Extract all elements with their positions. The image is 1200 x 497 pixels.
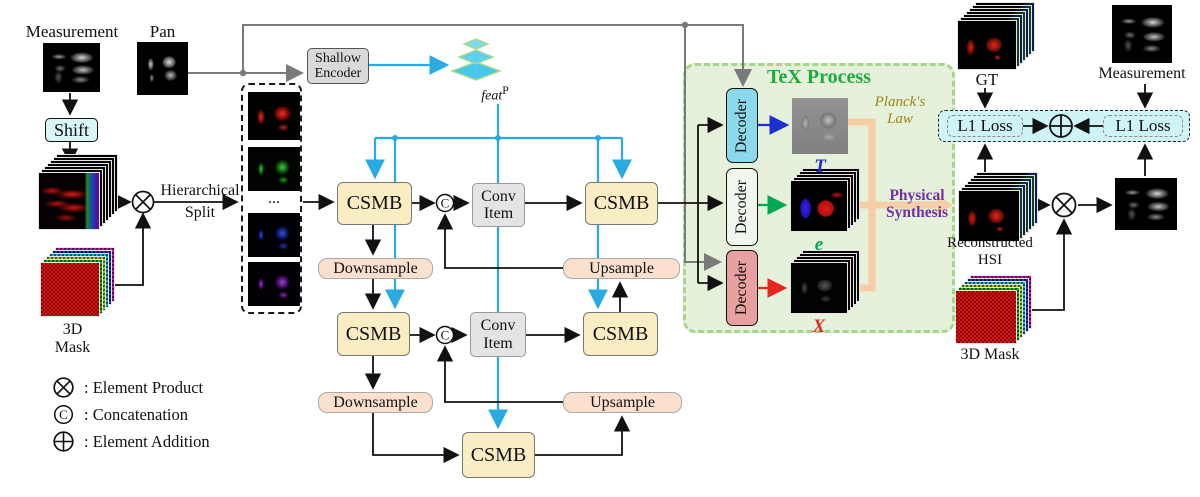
main-data-path (61, 84, 1154, 464)
legend-addition-label: : Element Addition (84, 431, 210, 451)
l1-loss-right: L1 Loss (1103, 115, 1183, 137)
legend-element-addition: : Element Addition (52, 428, 210, 455)
legend-element-product: : Element Product (52, 374, 210, 401)
physical-synthesis-label-2: Synthesis (885, 204, 949, 221)
shift-block: Shift (45, 118, 98, 142)
measurement-target-label: Measurement (1098, 65, 1186, 82)
concatenation-icon: C (53, 404, 74, 425)
gt-label: GT (975, 70, 999, 89)
legend: : Element Product C : Concatenation : El… (52, 374, 210, 455)
pan-image (137, 42, 188, 95)
decoder-block-t: Decoder (726, 88, 758, 163)
mask3d-left-label-1: 3D (62, 321, 83, 338)
pyramid-feature-path (365, 55, 632, 430)
svg-text:C: C (59, 407, 68, 422)
measurement-input-image (43, 43, 100, 92)
simulated-measurement-image (1115, 178, 1177, 230)
csmb-block-1: CSMB (337, 182, 412, 225)
hierarchical-split-label-1: Hierarchical (160, 182, 240, 199)
channel-red-image (248, 92, 300, 140)
mask3d-left-label-2: Mask (54, 339, 91, 356)
svg-text:C: C (441, 328, 450, 343)
hierarchical-split-label-2: Split (184, 204, 216, 221)
feature-pyramid-icon (450, 38, 502, 81)
element-product-icon (53, 377, 74, 398)
emissivity-label: e (814, 234, 824, 255)
csmb-block-3: CSMB (337, 312, 410, 356)
element-addition-icon (53, 431, 74, 452)
channel-green-image (248, 147, 300, 191)
channel-blue-image (248, 213, 300, 257)
upsample-block-1: Upsample (563, 258, 680, 279)
temperature-map-image (792, 98, 848, 154)
plancks-law-label-1: Planck's (874, 94, 926, 110)
csmb-block-4: CSMB (583, 312, 658, 356)
pan-feature-path (188, 21, 752, 271)
downsample-block-1: Downsample (318, 258, 433, 279)
downsample-block-2: Downsample (318, 392, 433, 413)
legend-concatenation: C : Concatenation (52, 401, 210, 428)
hierarchical-channels-box (241, 83, 302, 314)
legend-concat-label: : Concatenation (84, 404, 189, 424)
element-product-symbol (131, 190, 155, 214)
texture-label: X (812, 316, 826, 337)
concat-symbol-2: C (435, 325, 455, 345)
physical-synthesis-connector (848, 118, 953, 292)
temperature-label: T (814, 156, 826, 177)
measurement-input-label: Measurement (25, 22, 119, 41)
csmb-block-5: CSMB (462, 432, 535, 478)
decoder-block-x: Decoder (726, 250, 758, 326)
feat-p-label: featP (481, 84, 509, 104)
reconstructed-hsi-label-1: Reconstructed (947, 235, 1033, 251)
reconstructed-hsi-label-2: HSI (977, 252, 1003, 268)
channel-ellipsis: ... (268, 190, 280, 207)
element-product-symbol-output (1051, 192, 1077, 218)
tex-process-title: TeX Process (767, 66, 871, 88)
concat-symbol-1: C (435, 193, 455, 213)
csmb-block-2: CSMB (585, 182, 658, 225)
upsample-block-2: Upsample (563, 392, 682, 413)
channel-purple-image (248, 262, 300, 306)
pan-label: Pan (149, 22, 176, 41)
mask3d-right-label: 3D Mask (960, 346, 1020, 363)
svg-text:C: C (441, 196, 450, 211)
decoder-block-e: Decoder (726, 168, 758, 246)
l1-loss-left: L1 Loss (947, 115, 1023, 137)
measurement-target-image (1112, 5, 1172, 63)
element-addition-symbol (1049, 114, 1073, 138)
physical-synthesis-label-1: Physical (889, 187, 945, 204)
plancks-law-label-2: Law (887, 111, 913, 127)
legend-product-label: : Element Product (84, 377, 204, 397)
